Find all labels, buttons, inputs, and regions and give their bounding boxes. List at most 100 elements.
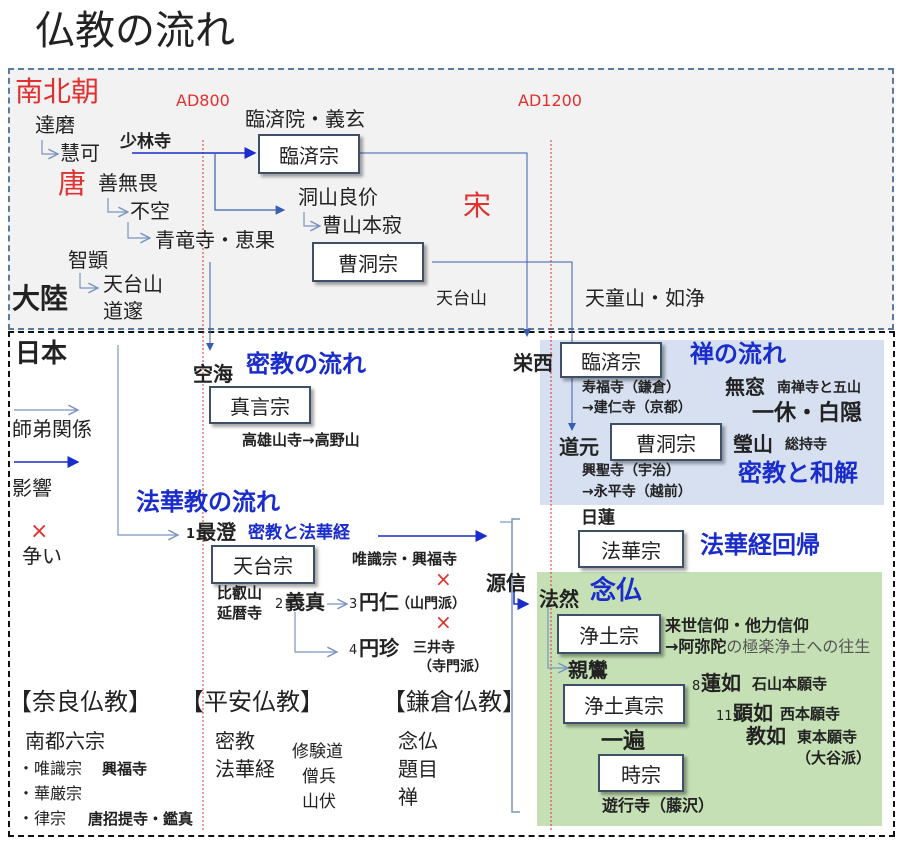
kukai: 空海 (193, 362, 233, 386)
era-song: 宋 (463, 189, 492, 222)
jodo-sect-box: 浄土宗 (557, 614, 661, 654)
conflict-icon: × (435, 567, 452, 591)
enchin-number: 4 (349, 643, 358, 658)
kennyo-number: 11 (716, 709, 733, 724)
keizan: 瑩山 (733, 432, 773, 456)
saicho-note: 密教と法華経 (248, 523, 350, 543)
rennyo: 蓮如 (701, 671, 741, 695)
miidera: 三井寺 (413, 640, 455, 656)
heian-heading: 【平安仏教】 (180, 688, 324, 716)
muso: 無窓 (725, 375, 765, 399)
saicho-number: 1 (186, 527, 196, 542)
rennyo-number: 8 (692, 679, 701, 694)
gishin: 義真 (285, 590, 325, 614)
seiryuji-keika: 青竜寺・恵果 (155, 228, 275, 252)
kenninji: →建仁寺（京都） (582, 400, 692, 416)
saicho: 最澄 (196, 520, 236, 544)
ennin: 円仁 (359, 590, 399, 614)
shinran: 親鸞 (568, 658, 608, 682)
ad800-label: AD800 (176, 91, 230, 110)
legend-conflict: 争い (22, 544, 62, 568)
eisai: 栄西 (513, 351, 553, 375)
legend-influence: 影響 (12, 476, 52, 500)
sozan-honjaku: 曹山本寂 (322, 213, 402, 237)
japan-region (8, 331, 895, 837)
kamakura-bracket (511, 518, 520, 813)
kofukuji: 興福寺 (102, 760, 148, 778)
shingon-temples: 高雄山寺→高野山 (242, 431, 360, 449)
soto-sect-box: 曹洞宗 (610, 423, 722, 461)
genshin: 源信 (486, 571, 526, 595)
enchin: 円珍 (359, 636, 399, 660)
dosui: 道邃 (103, 299, 143, 323)
heian-mikkyo: 密教 (215, 729, 255, 753)
kegon-shu: ・華厳宗 (18, 784, 83, 803)
kennyo: 顕如 (733, 701, 773, 725)
tendaisan: 天台山 (103, 272, 163, 296)
nishi-honganji: 西本願寺 (780, 705, 841, 723)
continent-label: 大陸 (12, 282, 69, 315)
reconcile-heading: 密教と和解 (738, 459, 858, 487)
nenbutsu-heading: 念仏 (590, 576, 643, 606)
amida: →阿弥陀 (665, 637, 727, 656)
mikkyo-heading: 密教の流れ (246, 350, 366, 378)
tendai-sect-box: 天台宗 (211, 545, 315, 584)
hokekyo-return-heading: 法華経回帰 (700, 531, 820, 559)
jimon-ha: （寺門派） (418, 659, 488, 675)
shingon-sect-box: 真言宗 (209, 386, 311, 424)
rinzai-sect-box: 臨済宗 (560, 342, 662, 378)
otani-ha: （大谷派） (796, 749, 872, 767)
eka: 慧可 (60, 141, 100, 165)
yugyoji: 遊行寺（藤沢） (602, 796, 715, 815)
rinzai-sect-box-continent: 臨済宗 (258, 134, 360, 174)
jufukuji: 寿福寺（鎌倉） (582, 380, 680, 396)
gishin-number: 2 (275, 597, 284, 612)
kamakura-daimoku: 題目 (398, 757, 438, 781)
yuishiki-kofukuji: 唯識宗・興福寺 (352, 550, 458, 568)
kamakura-zen: 禅 (398, 785, 418, 809)
era-tang: 唐 (58, 167, 87, 200)
sojiji: 総持寺 (785, 437, 827, 453)
nanto-rokushu: 南都六宗 (25, 729, 105, 753)
sohei: 僧兵 (302, 767, 336, 787)
koshoji: 興聖寺（宇治） (582, 463, 680, 479)
hokke-sect-box: 法華宗 (578, 530, 684, 568)
ritsu-shu: ・律宗 (18, 809, 67, 828)
tendozan-nyojo: 天童山・如浄 (585, 286, 705, 310)
dogen: 道元 (559, 435, 599, 459)
belief-line-1: 来世信仰・他力信仰 (665, 616, 810, 635)
kamakura-nenbutsu: 念仏 (398, 729, 438, 753)
enryakuji: 延暦寺 (217, 604, 263, 622)
zenmui: 善無畏 (98, 171, 158, 195)
yuishiki-shu: ・唯識宗 (18, 759, 83, 778)
page-title: 仏教の流れ (35, 8, 235, 54)
kyonyo: 教如 (746, 724, 786, 748)
heian-hokekyo: 法華経 (215, 757, 275, 781)
hokke-heading: 法華教の流れ (136, 488, 280, 516)
continent-region (8, 68, 894, 330)
conflict-icon: × (30, 519, 49, 544)
shinshu-sect-box: 浄土真宗 (563, 684, 685, 724)
belief-line-2: →阿弥陀の極楽浄土への往生 (665, 637, 870, 656)
soto-sect-box-continent: 曹洞宗 (312, 242, 424, 282)
chigi: 智顗 (68, 248, 108, 272)
era-nanbokucho: 南北朝 (15, 75, 100, 108)
ikkyu-hakuin: 一休・白隠 (752, 401, 863, 426)
nara-heading: 【奈良仏教】 (8, 688, 152, 716)
shugendo: 修験道 (292, 742, 343, 762)
legend-teacher: 師弟関係 (12, 417, 92, 441)
higashi-honganji: 東本願寺 (797, 728, 858, 746)
tozan-ryokai: 洞山良价 (298, 185, 378, 209)
rinzaiin-gigen: 臨済院・義玄 (245, 107, 365, 131)
yamabushi: 山伏 (302, 792, 336, 812)
fuku: 不空 (130, 199, 170, 223)
sanmon-ha: （山門派） (396, 596, 466, 612)
ennin-number: 3 (349, 597, 358, 612)
eiheiji: →永平寺（越前） (582, 484, 692, 500)
conflict-icon: × (435, 610, 452, 634)
ishiyama-honganji: 石山本願寺 (752, 675, 828, 693)
nichiren: 日蓮 (581, 508, 615, 528)
ippen: 一遍 (601, 729, 646, 754)
